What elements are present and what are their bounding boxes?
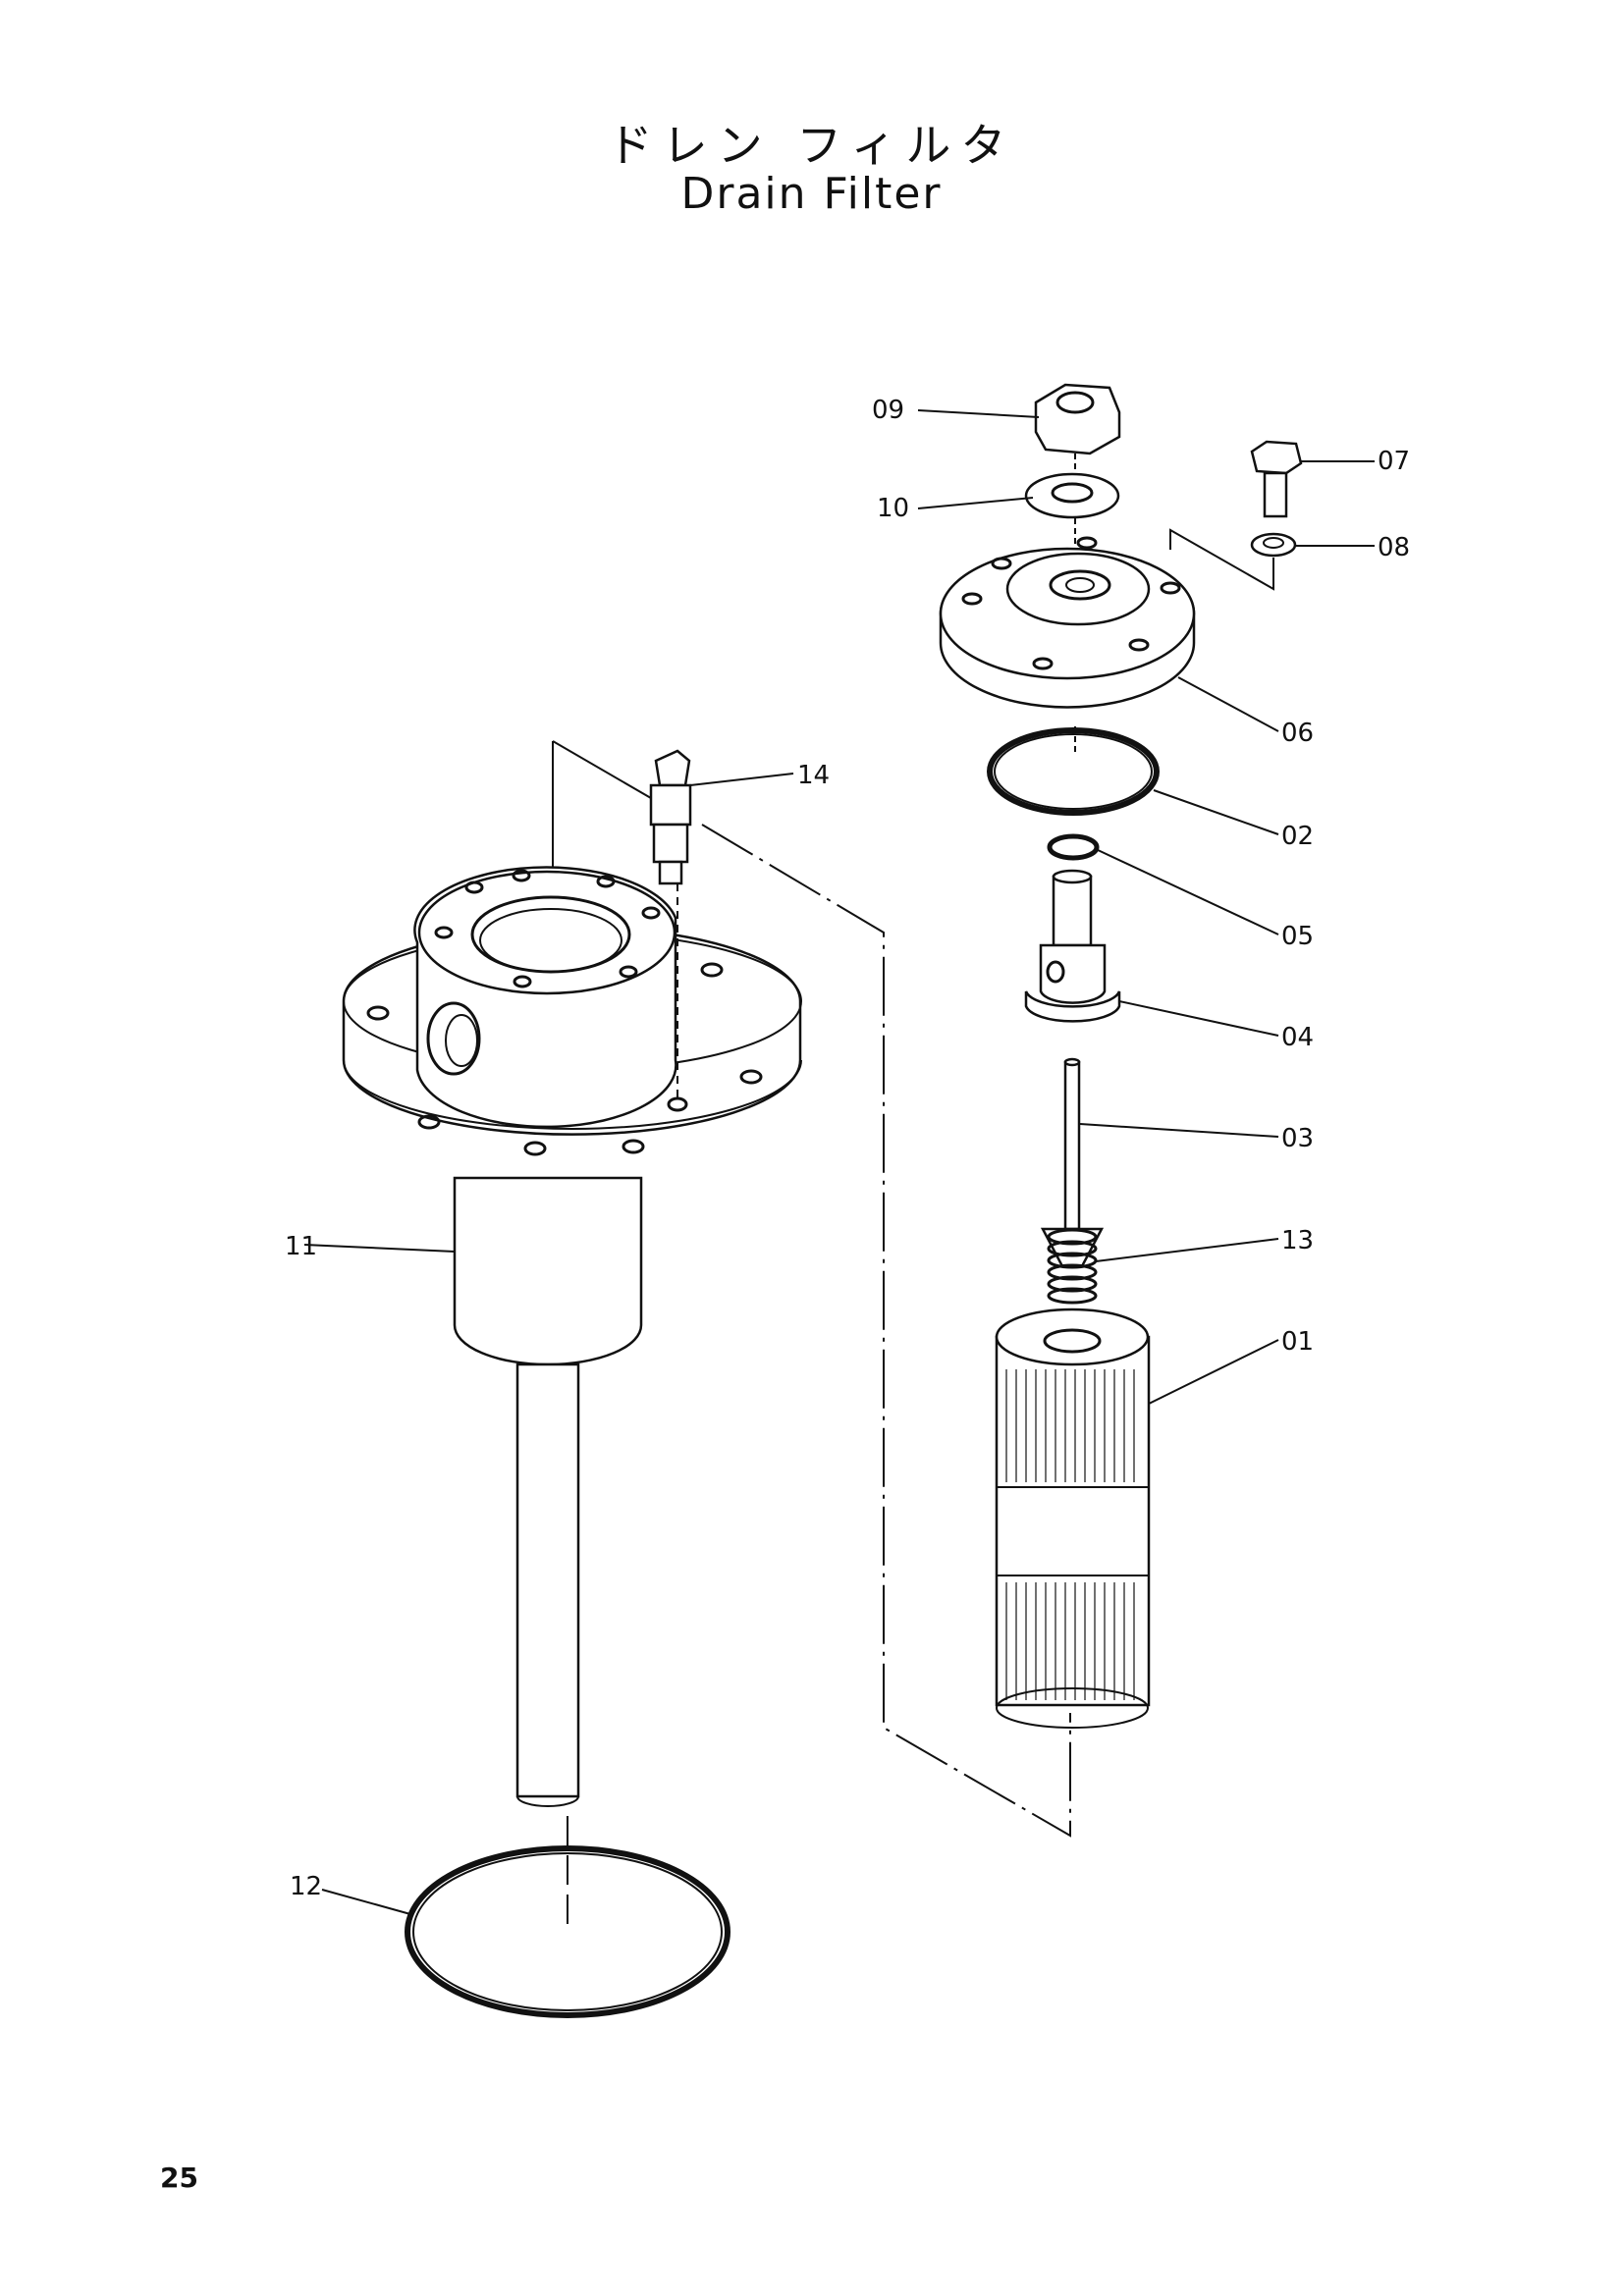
label-part-14: 14 [797, 761, 830, 790]
label-part-02: 02 [1281, 822, 1314, 851]
o-ring-05 [1047, 833, 1100, 861]
label-part-06: 06 [1281, 719, 1314, 748]
leader-bracket-14 [552, 740, 664, 806]
housing-tube [515, 1362, 580, 1798]
label-part-10: 10 [877, 494, 909, 523]
leader-bracket-08 [1169, 528, 1274, 591]
bolt-07 [1250, 440, 1303, 518]
label-part-07: 07 [1378, 447, 1410, 476]
o-ring-02 [987, 727, 1160, 816]
label-part-11: 11 [285, 1232, 317, 1261]
filter-element-01 [995, 1308, 1151, 1729]
housing-body-cylinder [453, 1176, 643, 1366]
label-part-01: 01 [1281, 1327, 1314, 1357]
page-number: 25 [160, 2162, 198, 2194]
label-part-04: 04 [1281, 1023, 1314, 1052]
label-part-05: 05 [1281, 922, 1314, 951]
valve-seat-04 [1024, 869, 1121, 1023]
lock-washer-08 [1250, 532, 1297, 558]
drain-housing-11 [342, 740, 802, 1924]
valve-needle-03 [1040, 1057, 1105, 1268]
label-part-12: 12 [290, 1872, 322, 1901]
dash-leader-filter [701, 824, 1071, 1838]
title-english: Drain Filter [680, 169, 943, 219]
label-part-03: 03 [1281, 1124, 1314, 1153]
breather-valve-14 [649, 749, 692, 1099]
washer-10 [1024, 472, 1120, 550]
label-part-09: 09 [872, 396, 904, 425]
label-part-13: 13 [1281, 1226, 1314, 1255]
title-japanese: ドレン フィルタ [607, 119, 1016, 172]
hex-nut-09 [1034, 383, 1121, 481]
cover-flange-06 [939, 536, 1196, 756]
spring-13 [1047, 1228, 1098, 1305]
label-part-08: 08 [1378, 533, 1410, 562]
leader-lines [303, 409, 1375, 1915]
o-ring-12 [405, 1845, 730, 2018]
